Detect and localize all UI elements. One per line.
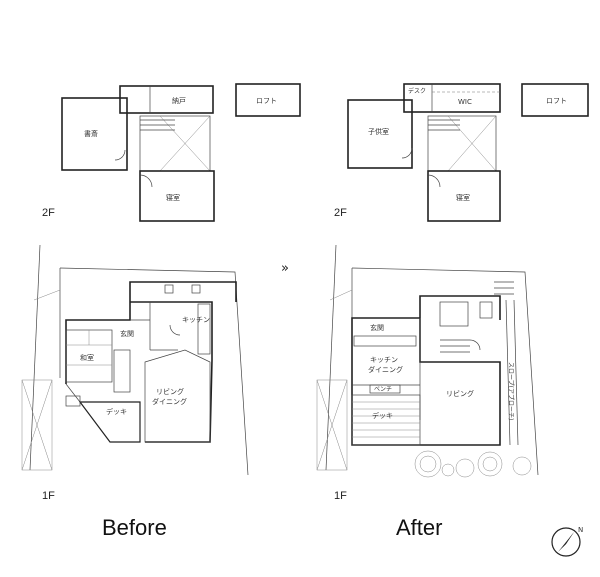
before-2f-plan (61, 83, 301, 222)
after-entrance-label: 玄関 (370, 323, 384, 332)
before-entrance-label: 玄関 (120, 329, 134, 338)
before-study-label: 書斎 (84, 129, 98, 138)
after-kids-room-label: 子供室 (368, 127, 389, 136)
before-loft (235, 83, 301, 117)
after-loft-label: ロフト (546, 97, 567, 105)
before-living-label: リビング (156, 387, 184, 396)
compass-north-label: N (578, 526, 583, 534)
after-void (427, 115, 497, 172)
after-2f-label: 2F (334, 207, 347, 219)
before-bedroom-label: 寝室 (166, 193, 180, 202)
after-kitchen-label: キッチン (370, 356, 398, 364)
after-1f-label: 1F (334, 490, 347, 502)
before-kitchen-label: キッチン (182, 316, 210, 324)
before-bedroom (139, 170, 215, 222)
after-bedroom (427, 170, 501, 222)
after-1f-plan (316, 244, 539, 478)
before-2f-label: 2F (42, 207, 55, 219)
before-study-room (61, 97, 128, 171)
after-2f-plan (347, 83, 589, 222)
before-dining-label: ダイニング (152, 397, 187, 406)
after-living-label: リビング (446, 389, 474, 398)
after-loft (521, 83, 589, 117)
before-1f-label: 1F (42, 490, 55, 502)
after-bench-label: ベンチ (374, 386, 392, 393)
before-deck-label: デッキ (106, 407, 127, 416)
before-void (139, 115, 211, 172)
after-bedroom-label: 寝室 (456, 193, 470, 202)
after-desk-label: デスク (408, 87, 426, 95)
before-closet-block (119, 85, 214, 114)
before-loft-label: ロフト (256, 97, 277, 105)
before-after-arrow: » (281, 261, 289, 276)
compass-icon (551, 527, 581, 557)
after-kids-room (347, 99, 413, 169)
before-closet-label: 納戸 (172, 96, 186, 105)
before-tatami-label: 和室 (80, 353, 94, 362)
after-deck-label: デッキ (372, 411, 393, 420)
after-slope-label: スロープ(アプローチ) (507, 362, 514, 420)
after-wic-block (403, 83, 501, 113)
after-caption: After (396, 515, 442, 540)
before-1f-plan (21, 244, 249, 476)
after-wic-label: WIC (458, 98, 472, 106)
after-dining-label: ダイニング (368, 365, 403, 374)
before-caption: Before (102, 515, 167, 540)
